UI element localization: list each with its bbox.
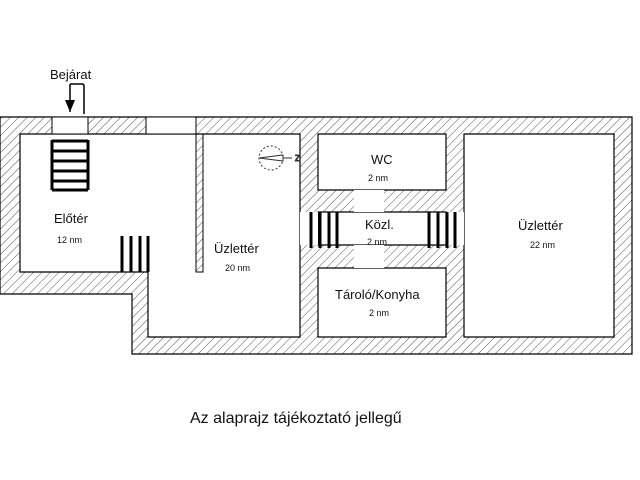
room-area-tarolo: 2 nm [369,308,389,318]
room-area-uzletter-2: 22 nm [530,240,555,250]
plan-caption: Az alaprajz tájékoztató jellegű [190,410,402,427]
step-marking [120,236,150,272]
room-name-wc: WC [371,152,393,167]
room-area-eloter: 12 nm [57,235,82,245]
entrance-arrow-icon [65,83,85,114]
room-name-eloter: Előtér [54,211,89,226]
door-opening [354,245,384,268]
room-area-uzletter-1: 20 nm [225,263,250,273]
room-name-tarolo: Tároló/Konyha [335,287,420,302]
room-area-wc: 2 nm [368,173,388,183]
svg-text:Z: Z [295,154,300,163]
north-arrow-icon: Z [258,145,301,171]
step-marking [427,212,457,248]
step-marking [309,212,339,248]
entrance-label: Bejárat [50,67,92,82]
door-opening [354,190,384,212]
partition-wall-lower [148,264,156,272]
room-name-kozl: Közl. [365,217,394,232]
stair-icon [50,139,90,192]
room-name-uzletter-2: Üzlettér [518,218,563,233]
entrance-opening [51,116,89,135]
window-opening [145,116,197,135]
partition-wall [195,133,204,273]
room-name-uzletter-1: Üzlettér [214,241,259,256]
door-opening [300,212,318,245]
room-area-kozl: 2 nm [367,237,387,247]
